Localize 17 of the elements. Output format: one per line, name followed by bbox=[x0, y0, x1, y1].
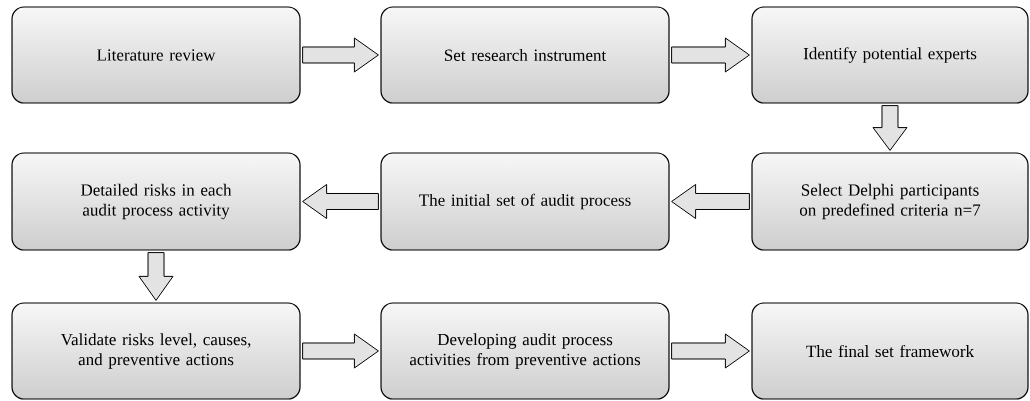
process-box: Literature review bbox=[11, 6, 301, 104]
block-arrow bbox=[138, 252, 174, 301]
block-arrow bbox=[671, 37, 750, 73]
block-arrow bbox=[671, 184, 750, 219]
process-box: Validate risks level, causes, and preventive actions bbox=[11, 302, 301, 400]
process-box: Developing audit process activities from preventive actions bbox=[380, 302, 670, 400]
process-box: Detailed risks in each audit process activity bbox=[11, 152, 301, 251]
block-arrow bbox=[671, 333, 750, 369]
process-box: Select Delphi participants on predefined criteria n=7 bbox=[751, 152, 1029, 251]
block-arrow bbox=[872, 105, 908, 151]
block-arrow bbox=[302, 333, 379, 369]
process-box: Set research instrument bbox=[380, 6, 670, 104]
process-box: The final set framework bbox=[751, 302, 1029, 400]
block-arrow bbox=[302, 184, 379, 219]
block-arrow bbox=[302, 37, 379, 73]
process-box: Identify potential experts bbox=[751, 6, 1029, 104]
process-box: The initial set of audit process bbox=[380, 152, 670, 251]
